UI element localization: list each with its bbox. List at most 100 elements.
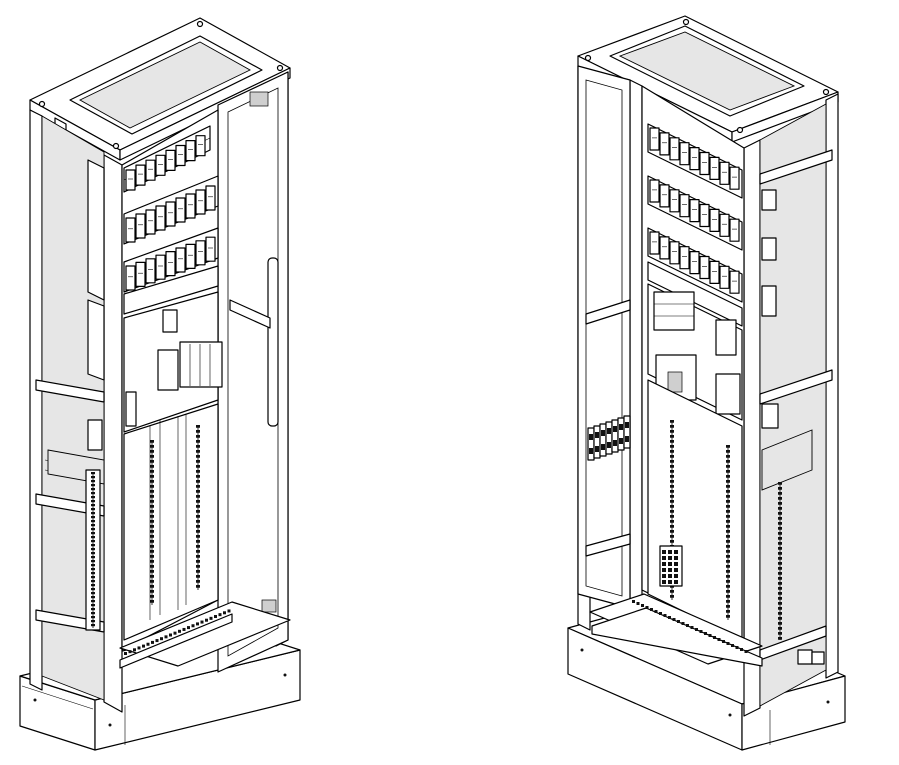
terminal — [726, 590, 730, 593]
terminal — [778, 607, 782, 610]
terminal-screw — [589, 448, 593, 454]
floor-slot — [218, 613, 222, 617]
terminal — [726, 545, 730, 548]
terminal — [726, 475, 730, 478]
terminal — [670, 435, 674, 438]
module — [145, 159, 156, 181]
terminal-screw — [601, 430, 605, 436]
floor-slot — [641, 604, 644, 607]
module — [195, 135, 206, 157]
terminal-screw — [619, 424, 623, 430]
floor-slot — [169, 633, 172, 637]
module — [205, 236, 216, 262]
floor-slot — [200, 620, 204, 624]
terminal — [91, 620, 95, 623]
terminal — [91, 584, 95, 587]
terminal — [726, 450, 730, 453]
terminal — [91, 472, 95, 475]
floor-slot — [128, 650, 132, 654]
terminal — [670, 465, 674, 468]
terminal — [670, 490, 674, 493]
terminal — [150, 530, 154, 533]
terminal — [778, 552, 782, 555]
terminal — [150, 600, 154, 603]
terminal — [726, 605, 730, 608]
floor-slot — [713, 636, 716, 639]
floor-slot — [654, 610, 658, 613]
terminal — [726, 540, 730, 543]
terminal — [726, 505, 730, 508]
terminal — [196, 430, 200, 433]
floor-slot — [717, 638, 721, 641]
terminal — [670, 460, 674, 463]
terminal — [91, 572, 95, 575]
terminal — [150, 500, 154, 503]
terminal — [150, 505, 154, 508]
grid-cell — [662, 556, 666, 560]
terminal — [726, 485, 730, 488]
floor-slot — [160, 637, 163, 641]
floor-slot — [668, 616, 671, 619]
floor-slot — [708, 634, 712, 637]
module — [145, 258, 156, 284]
terminal — [726, 575, 730, 578]
right-side-rails — [759, 149, 833, 661]
floor-slot — [187, 626, 190, 630]
floor-slot — [214, 615, 217, 618]
grid-cell — [674, 574, 678, 578]
terminal — [150, 495, 154, 498]
terminal — [778, 567, 782, 570]
grid-cell — [674, 550, 678, 554]
terminal — [778, 532, 782, 535]
module — [699, 151, 710, 176]
floor-slot — [681, 622, 685, 625]
floor-slot — [663, 614, 667, 617]
module — [135, 261, 146, 287]
terminal-screw — [625, 436, 629, 442]
terminal — [91, 588, 95, 591]
module — [669, 137, 680, 161]
terminal — [778, 627, 782, 630]
terminal — [670, 455, 674, 458]
terminal — [91, 520, 95, 523]
left-side-components — [47, 159, 105, 631]
terminal — [196, 500, 200, 503]
terminal — [726, 560, 730, 563]
terminal — [150, 550, 154, 553]
grid-cell — [662, 568, 666, 572]
terminal — [196, 460, 200, 463]
floor-slot — [191, 624, 195, 628]
grid-cell — [674, 580, 678, 584]
terminal — [196, 440, 200, 443]
terminal — [670, 485, 674, 488]
terminal — [778, 537, 782, 540]
floor-slot — [223, 611, 226, 615]
right-floor-rails — [589, 593, 825, 667]
module — [175, 247, 186, 273]
terminal — [778, 507, 782, 510]
terminal — [150, 545, 154, 548]
terminal — [150, 590, 154, 593]
module — [669, 189, 680, 213]
module — [155, 205, 166, 231]
grid-cell — [662, 574, 666, 578]
floor-slot — [645, 606, 649, 609]
terminal — [778, 527, 782, 530]
module — [165, 149, 176, 171]
terminal-screw — [601, 444, 605, 450]
terminal — [91, 564, 95, 567]
module — [659, 132, 670, 156]
terminal — [196, 445, 200, 448]
terminal — [778, 557, 782, 560]
floor-slot — [650, 608, 653, 611]
right-terminal-block — [587, 415, 631, 461]
terminal — [196, 490, 200, 493]
module — [125, 169, 136, 191]
terminal — [778, 522, 782, 525]
module — [719, 265, 730, 289]
terminal — [150, 535, 154, 538]
terminal — [778, 512, 782, 515]
terminal — [91, 536, 95, 539]
grid-cell — [668, 574, 672, 578]
terminal — [91, 480, 95, 483]
